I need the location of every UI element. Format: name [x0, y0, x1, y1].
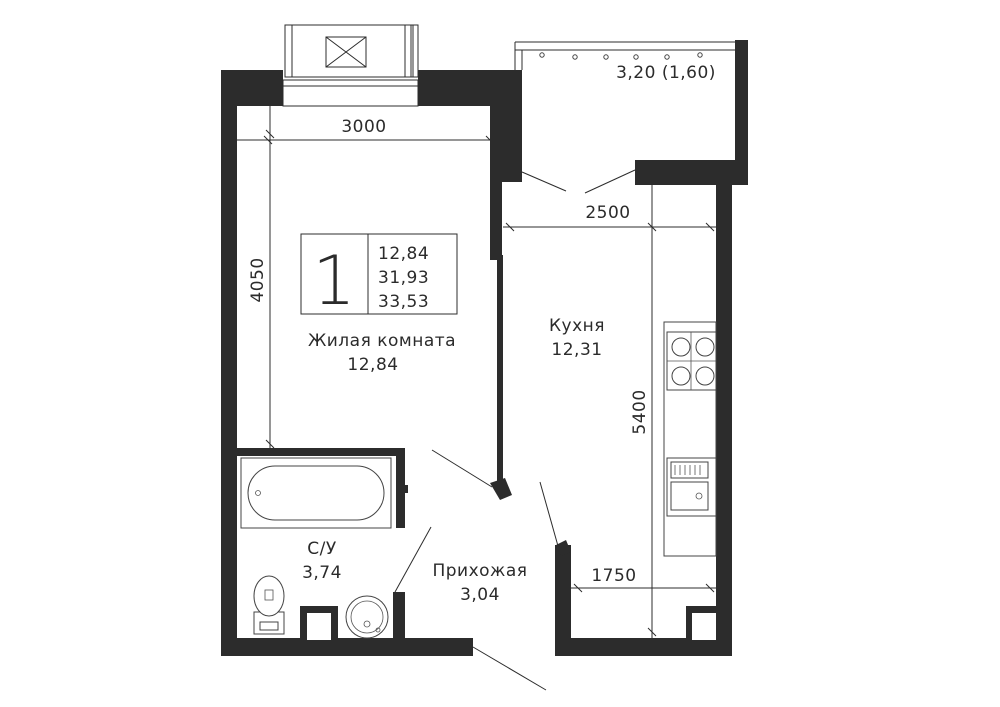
bathroom-fixtures	[240, 457, 408, 639]
door-lines	[394, 449, 559, 691]
kitchen-counter	[663, 321, 717, 557]
kitchen-area: 12,31	[551, 340, 602, 360]
walls	[221, 40, 748, 656]
area-badge: 1 12,84 31,93 33,53	[300, 233, 458, 321]
badge-full-area: 33,53	[378, 292, 429, 312]
hallway-name: Прихожая	[432, 561, 527, 581]
balcony	[514, 41, 735, 194]
dimension-lines	[237, 106, 716, 638]
badge-living-area: 12,84	[378, 244, 429, 264]
living-window	[282, 24, 419, 107]
dimension-labels: 3000 4050 2500 5400 1750	[248, 117, 650, 586]
room-labels: Жилая комната 12,84 Кухня 12,31 С/У 3,74…	[302, 63, 716, 605]
bathroom-name: С/У	[307, 539, 337, 559]
dim-kitchen-width: 2500	[585, 203, 630, 223]
dim-hall-width: 1750	[591, 566, 636, 586]
dim-living-width: 3000	[341, 117, 386, 137]
living-room-area: 12,84	[347, 355, 398, 375]
dim-living-depth: 4050	[248, 257, 268, 302]
living-room-name: Жилая комната	[308, 331, 456, 351]
kitchen-name: Кухня	[549, 316, 605, 336]
hallway-area: 3,04	[460, 585, 500, 605]
badge-total-area: 31,93	[378, 268, 429, 288]
balcony-area: 3,20 (1,60)	[616, 63, 716, 83]
bathroom-area: 3,74	[302, 563, 342, 583]
dim-kitchen-depth: 5400	[630, 389, 650, 434]
room-count: 1	[312, 242, 355, 321]
